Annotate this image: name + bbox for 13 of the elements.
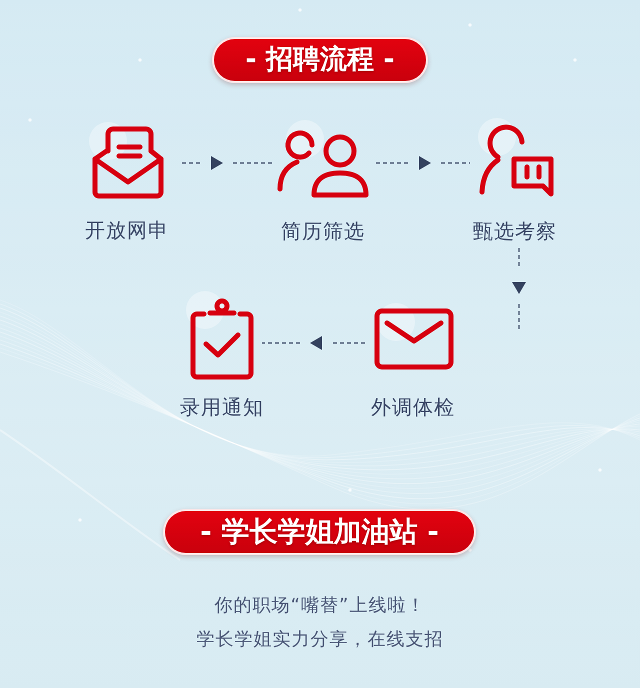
body-text: 你的职场“嘴替”上线啦！ xyxy=(214,594,426,618)
step-label: 录用通知 xyxy=(179,394,265,420)
step-label: 开放网申 xyxy=(84,217,170,243)
section-banner: - 学长学姐加油站 - xyxy=(163,509,476,555)
step-label: 外调体检 xyxy=(370,394,456,420)
body-text: 学长学姐实力分享，在线支招 xyxy=(196,628,444,652)
dashed-arrow xyxy=(182,156,272,170)
dashed-arrow xyxy=(512,248,526,330)
step-label: 甄选考察 xyxy=(472,218,558,244)
step-label: 简历筛选 xyxy=(280,218,366,244)
dashed-arrow xyxy=(262,336,365,350)
dashed-arrow xyxy=(376,156,470,170)
title-banner: - 招聘流程 - xyxy=(212,37,428,83)
